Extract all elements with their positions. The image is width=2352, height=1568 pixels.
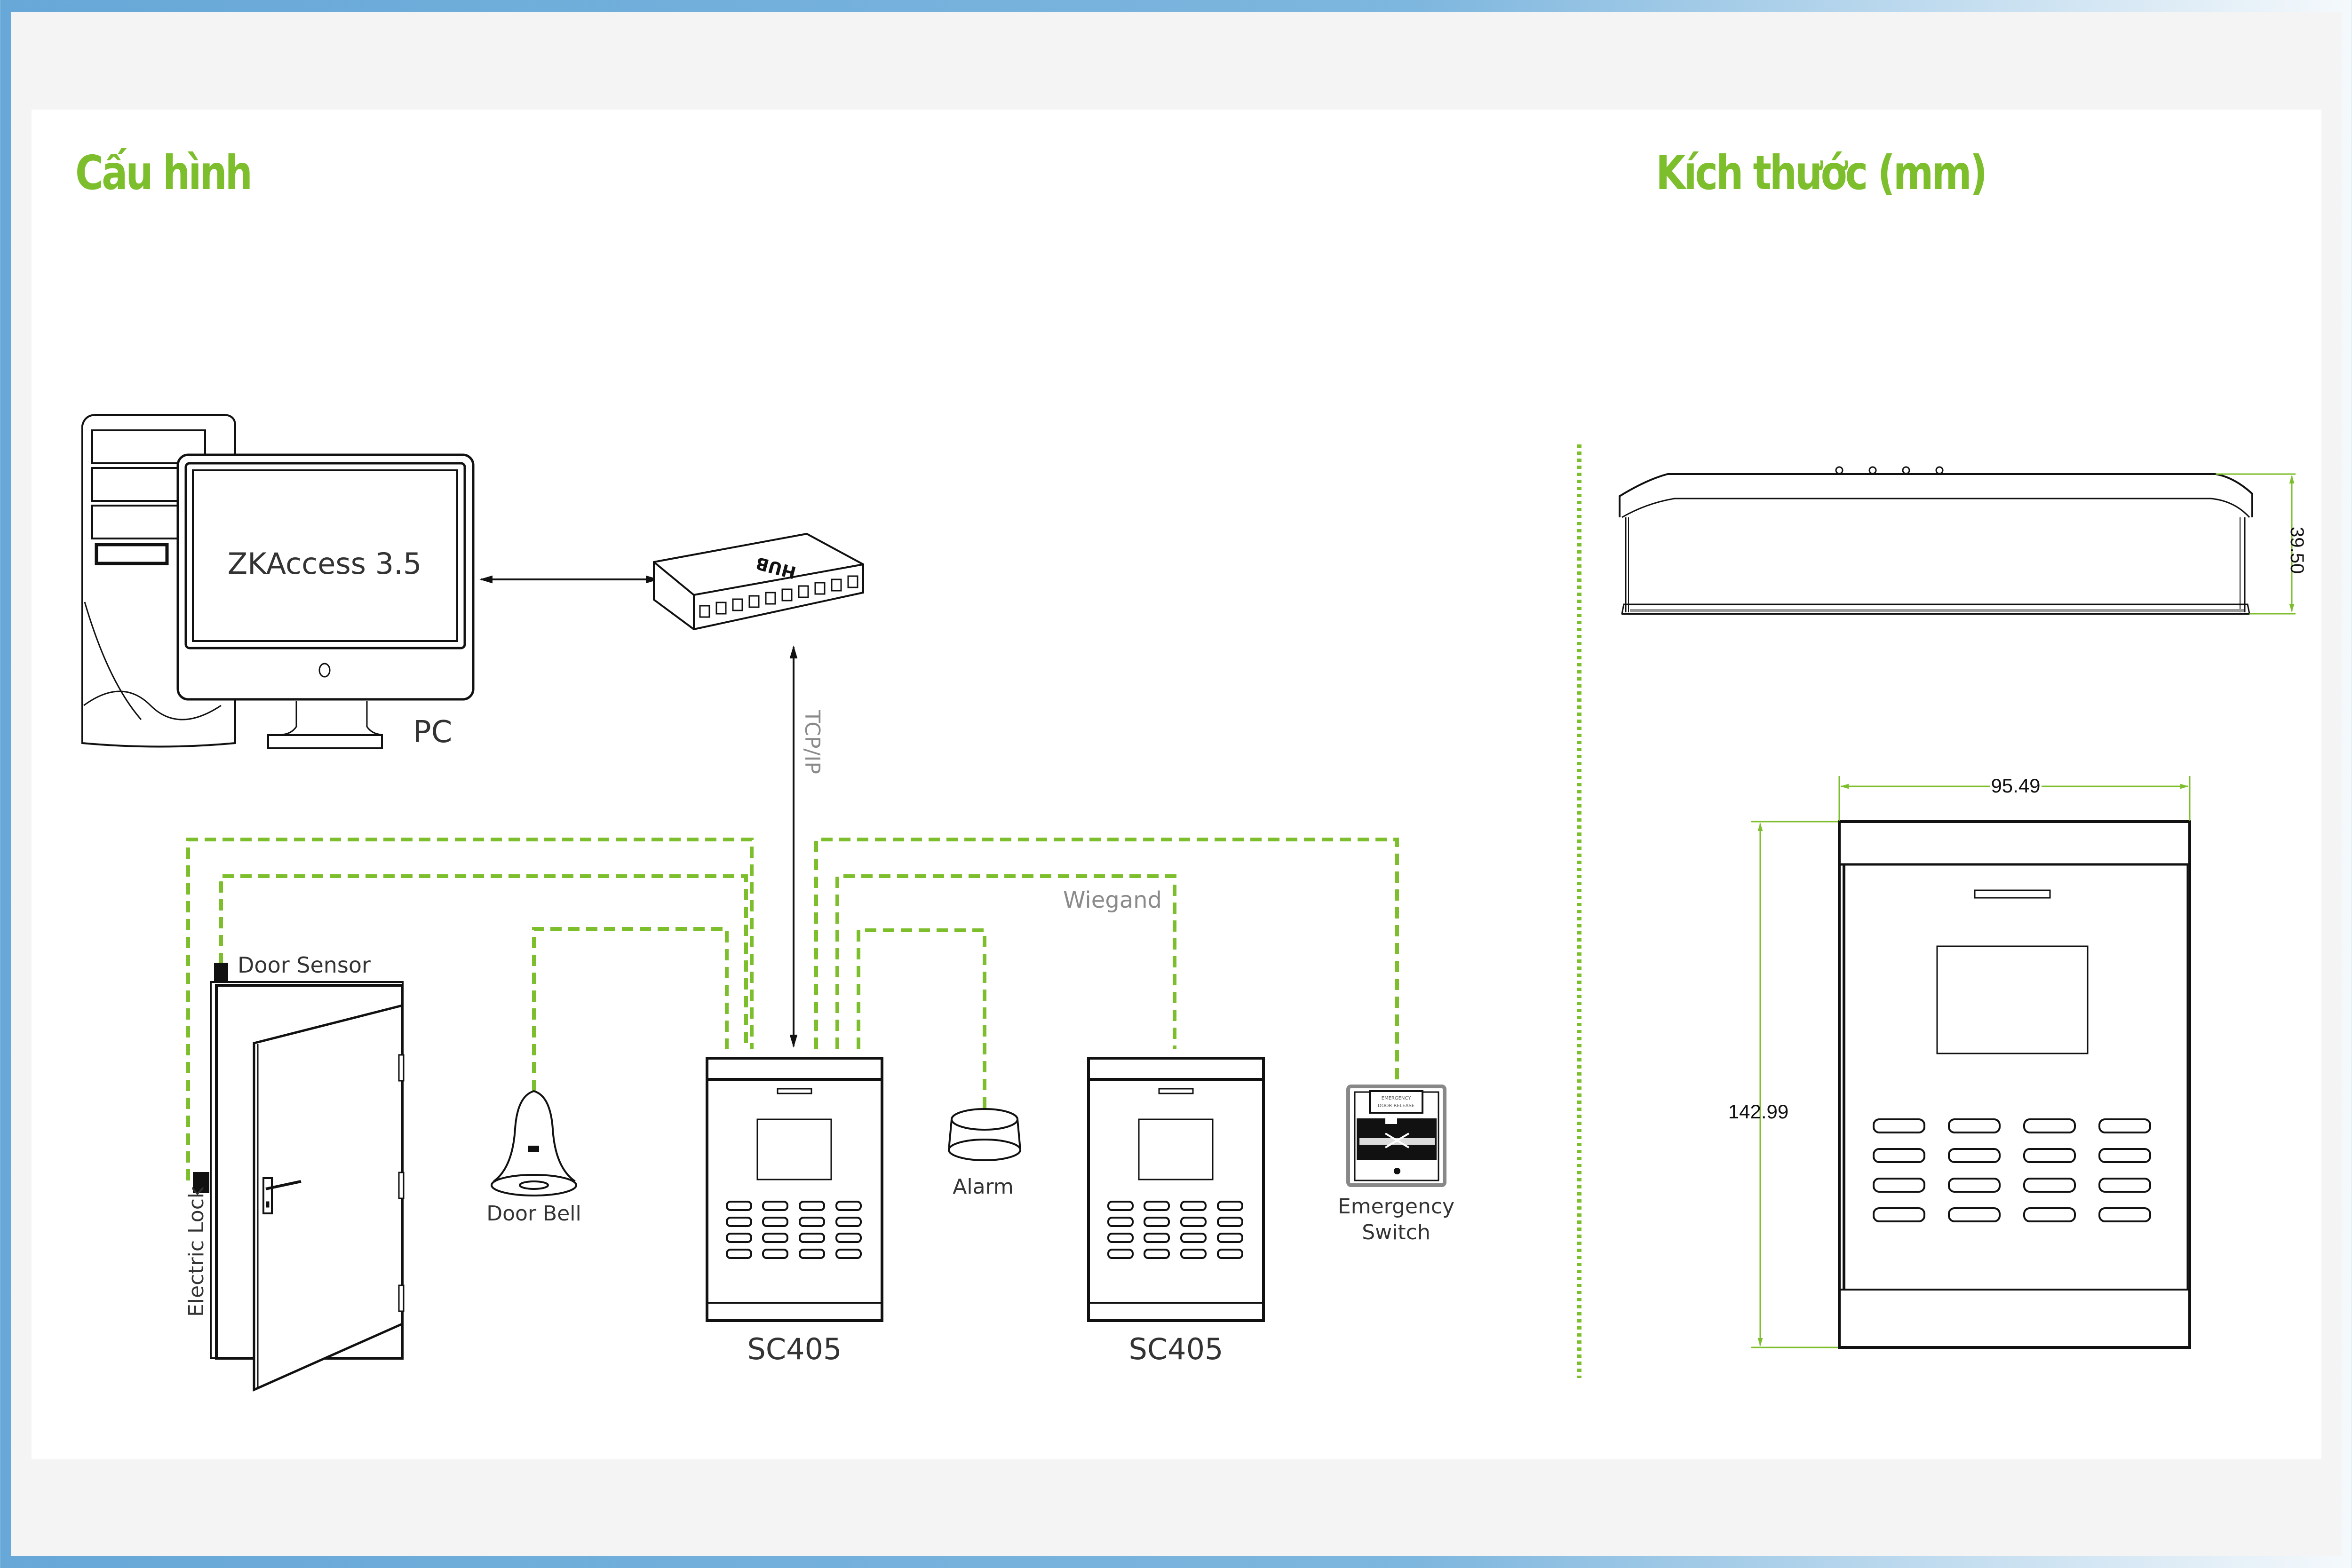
hub-icon (653, 532, 864, 631)
wire-door-bell (532, 927, 729, 1091)
alarm-icon (947, 1108, 1022, 1161)
sc405-label-1: SC405 (747, 1332, 842, 1366)
pc-screen-text: ZKAccess 3.5 (228, 546, 422, 581)
front-width-value: 95.49 (1991, 775, 2040, 797)
sc405-reader-icon (706, 1057, 883, 1322)
side-view-drawing (1619, 466, 2253, 615)
sc405-label-2: SC405 (1129, 1332, 1224, 1366)
tcp-ip-label: TCP/IP (800, 710, 824, 774)
sc405-reader-icon (1087, 1057, 1265, 1322)
side-height-value: 39.50 (2287, 527, 2307, 574)
front-view-drawing (1838, 820, 2191, 1349)
height-dimension-front (1751, 821, 1838, 1348)
emergency-plate-text-1: EMERGENCY (1382, 1096, 1412, 1101)
wire-electric-lock (186, 838, 754, 1180)
pc-monitor-icon (176, 453, 475, 749)
door-icon (210, 981, 405, 1392)
wire-wiegand (835, 874, 1176, 1049)
pc-label: PC (413, 715, 452, 750)
emergency-switch-label-1: Emergency (1338, 1195, 1454, 1219)
electric-lock-icon (193, 1172, 209, 1193)
wiegand-label: Wiegand (1063, 887, 1162, 913)
width-dimension (1838, 776, 2191, 821)
electric-lock-label: Electric Lock (184, 1186, 208, 1317)
height-dimension-side (2216, 473, 2296, 615)
dimensions-title: Kích thước (mm) (1656, 145, 1987, 200)
door-bell-icon (491, 1090, 577, 1196)
emergency-plate-text-2: DOOR RELEASE (1378, 1103, 1414, 1109)
door-sensor-icon (214, 963, 228, 982)
door-sensor-label: Door Sensor (238, 952, 371, 978)
wiring (186, 838, 1399, 1180)
front-height-value: 142.99 (1728, 1101, 1788, 1123)
wire-door-sensor (219, 874, 748, 1049)
emergency-switch-label-2: Switch (1362, 1220, 1430, 1244)
wire-alarm (857, 928, 986, 1115)
alarm-label: Alarm (953, 1175, 1013, 1199)
door-bell-label: Door Bell (486, 1202, 581, 1226)
configuration-title: Cấu hình (75, 145, 253, 200)
emergency-switch-icon (1346, 1085, 1446, 1187)
wire-emergency-switch (814, 838, 1399, 1086)
